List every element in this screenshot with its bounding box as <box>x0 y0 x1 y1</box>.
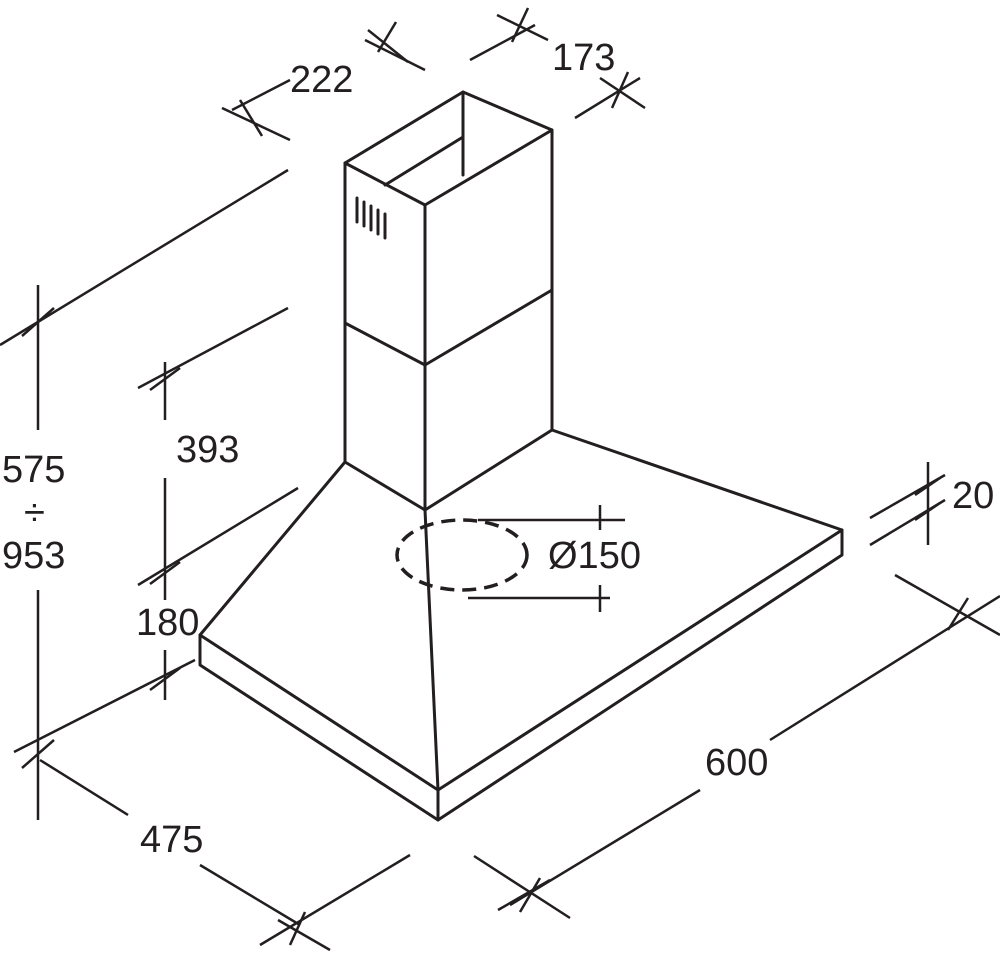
dimension-lines <box>0 7 1000 952</box>
label-chimney-width: 222 <box>290 59 353 101</box>
duct-outlet <box>395 518 529 592</box>
dim-222-line <box>231 78 291 112</box>
label-canopy-height: 180 <box>136 602 199 644</box>
dim-height-top-ext <box>0 168 289 347</box>
dim-222-line-b <box>364 38 426 72</box>
chimney-side <box>423 128 554 512</box>
label-hood-width: 600 <box>705 742 768 784</box>
dimension-labels: 222 173 575 ÷ 953 393 180 Ø150 475 600 2… <box>2 37 994 861</box>
chimney-top-inner <box>383 135 465 187</box>
canopy-front-edge <box>423 508 440 792</box>
canopy-right-edge <box>550 428 844 532</box>
label-height-separator: ÷ <box>24 492 45 534</box>
label-upper-chimney-height: 393 <box>176 429 239 471</box>
dim-600-ext-left <box>473 854 571 920</box>
hood-body <box>198 90 844 822</box>
chimney-top-rim <box>343 90 554 165</box>
label-height-max: 953 <box>2 535 65 577</box>
dim-393-top-ext <box>137 306 289 390</box>
dim-600-ext-right <box>894 573 1000 637</box>
label-duct-diameter: Ø150 <box>548 535 641 577</box>
dim-475-line <box>13 658 196 754</box>
label-height-min: 575 <box>2 449 65 491</box>
dim-393-bottom-ext <box>137 486 299 587</box>
dim-173-line <box>469 23 536 62</box>
label-hood-depth: 475 <box>140 819 203 861</box>
chimney-joint-front <box>343 321 427 367</box>
vent-slots-icon <box>355 196 387 240</box>
label-base-thickness: 20 <box>952 475 994 517</box>
label-chimney-depth: 173 <box>552 37 615 79</box>
dim-475-line-b <box>39 758 129 817</box>
canopy-left-edge <box>198 460 347 637</box>
chimney-joint-side <box>423 288 554 367</box>
